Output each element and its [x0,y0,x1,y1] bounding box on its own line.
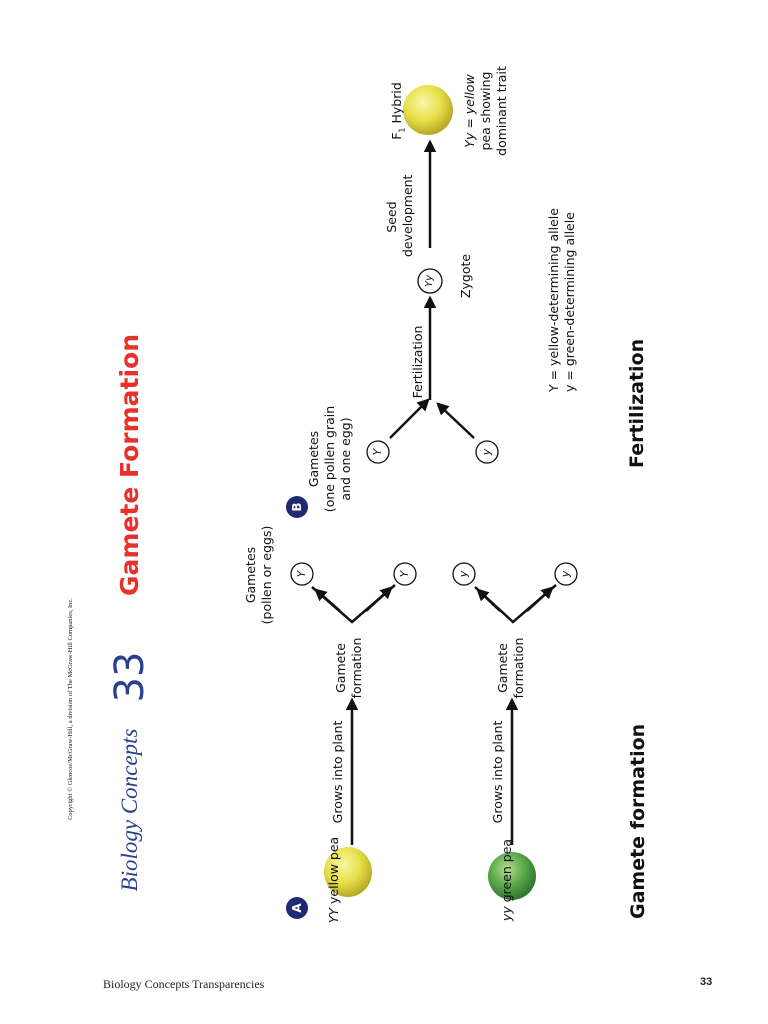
green-pea-label: yy green pea [499,820,515,940]
gamete-circle [475,440,499,464]
gametes-label-a: Gametes (pollen or eggs) [243,520,277,630]
gamete-letter: Y [398,570,411,578]
gamete-letter: y [480,448,493,456]
gamete-circle [393,562,417,586]
seed-development-label: Seed development [384,174,418,257]
zygote-genotype: Yy [424,274,435,288]
allele-key-dominant: Y = yellow-determining allele [546,208,561,392]
gamete-letter: y [457,570,470,578]
fork-top-arrow-b [365,586,393,612]
badge-b-letter: B [290,502,304,512]
gamete-letter: Y [295,570,308,578]
badge-b [286,496,308,518]
fertilization-label: Fertilization [410,325,425,399]
hybrid-desc-1: Yy = yellow [462,74,477,148]
gamete-formation-line2: formation [349,637,364,699]
fork-bottom-arrow-a [476,588,501,612]
transparency-number: 33 [107,651,153,703]
hybrid-description: Yy = yellow pea showing dominant trait [462,56,512,166]
fork-top-arrow-a [314,588,341,612]
zygote-circle [417,268,443,294]
hybrid-yellow-pea [403,85,453,135]
series-name: Biology Concepts [117,728,142,892]
footer-left: Biology Concepts Transparencies [103,977,265,991]
merge-line-bottom [436,402,475,439]
section-label-gamete-formation: Gamete formation [627,723,649,919]
gamete-circle [554,562,578,586]
yellow-pea-text: yellow pea [326,836,341,908]
gametes-label-line2: (pollen or eggs) [259,525,274,625]
hybrid-desc-line2: pea showing [478,71,493,151]
merge-line-top [389,398,430,439]
green-pea-text: green pea [499,838,514,907]
fork-top [311,584,396,624]
gamete-formation-top: Gamete formation [333,633,367,703]
gametes-label-line1: Gametes [243,546,258,604]
hybrid-desc-line1: Yy = yellow [462,56,478,166]
hybrid-desc-line3: dominant trait [494,66,509,156]
gamete-formation-bottom: Gamete formation [495,633,529,703]
copyright-text: Copyright © Glencoe/McGraw-Hill, a divis… [67,598,74,820]
fork-bottom [474,584,557,624]
grows-label-top: Grows into plant [330,720,345,824]
seed-line2: development [400,174,415,257]
f1-f: F [389,132,404,140]
yellow-pea [324,847,372,897]
green-pea [488,852,536,900]
gamete-formation-line1: Gamete [495,643,510,693]
gametes-b-line2: (one pollen grain [322,405,337,513]
gametes-b-line3: and one egg) [338,417,353,501]
gamete-circle [366,440,390,464]
grows-label-bottom: Grows into plant [490,720,505,824]
badge-a [286,897,308,919]
seed-line1: Seed [384,201,399,233]
page-number: 33 [700,976,713,988]
gamete-circle [290,562,314,586]
genotype-yy-dominant: YY [326,907,341,924]
section-label-fertilization: Fertilization [626,338,648,468]
badge-a-letter: A [290,903,304,913]
allele-key: Y = yellow-determining allele y = green-… [546,202,580,392]
gametes-label-b: Gametes (one pollen grain and one egg) [306,399,356,519]
zygote-label: Zygote [458,253,473,299]
genotype-yy-recessive: yy [499,906,514,922]
f1-rest: Hybrid [389,82,404,128]
f1-sub: 1 [397,127,407,133]
gamete-formation-line1: Gamete [333,643,348,693]
fork-bottom-arrow-b [526,586,554,612]
page-title: Gamete Formation [115,334,144,596]
gametes-b-line1: Gametes [306,430,321,488]
allele-key-recessive: y = green-determining allele [562,212,577,392]
f1-hybrid-label: F1 Hybrid [389,66,407,156]
gamete-formation-line2: formation [511,637,526,699]
gamete-letter: Y [371,448,384,456]
yellow-pea-label: YY yellow pea [326,820,342,940]
gamete-circle [452,562,476,586]
gamete-letter: y [559,570,572,578]
